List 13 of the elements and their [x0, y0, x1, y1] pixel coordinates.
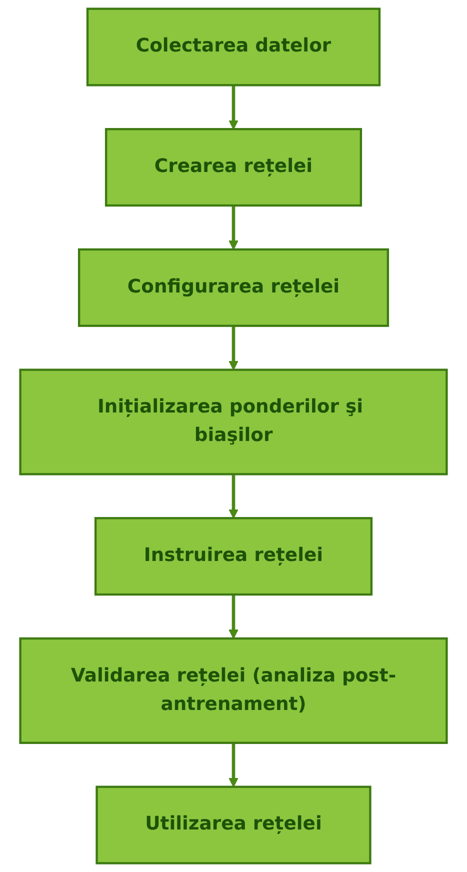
arrow	[228, 474, 238, 519]
node-box: Colectarea datelor	[86, 8, 381, 86]
arrow	[228, 206, 238, 250]
node-box: Validarea rețelei (analiza post-antrenament)	[19, 637, 448, 744]
node-box: Inițializarea ponderilor şi biaşilor	[19, 368, 448, 476]
node-box: Utilizarea rețelei	[96, 786, 372, 864]
arrow	[228, 742, 238, 788]
arrow	[228, 326, 238, 370]
node-box: Crearea rețelei	[104, 128, 362, 207]
node-box: Configurarea rețelei	[78, 248, 390, 327]
node-box: Instruirea rețelei	[94, 517, 373, 596]
arrow	[228, 85, 238, 130]
arrow	[228, 594, 238, 639]
